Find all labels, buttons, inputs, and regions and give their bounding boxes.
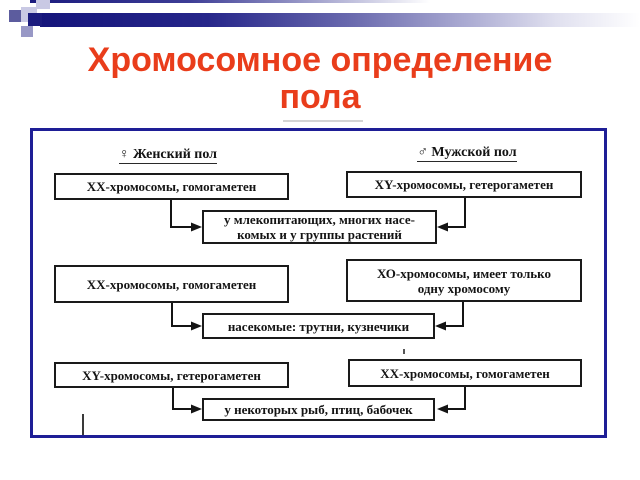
scan-artifact-tick	[403, 349, 405, 354]
diagram-panel: ♀ Женский пол ♂ Мужской пол ХХ-хромосомы…	[30, 128, 607, 438]
female-icon: ♀	[118, 147, 130, 162]
arrowhead-row1-left	[191, 222, 202, 232]
female-header-label: Женский пол	[132, 147, 218, 162]
arrow-row1-right	[448, 198, 466, 228]
arrow-row2-left	[171, 303, 191, 327]
header-gradient-bar	[40, 13, 640, 27]
arrowhead-row2-right	[435, 321, 446, 331]
scan-artifact-line	[283, 120, 363, 122]
arrowhead-row2-left	[191, 321, 202, 331]
male-column-header: ♂ Мужской пол	[377, 145, 557, 162]
header-accent-line	[30, 0, 430, 3]
slide-title-line1: Хромосомное определение	[87, 41, 553, 79]
arrow-row3-right	[448, 387, 466, 410]
group-box-row1: у млекопитающих, многих насе- комых и у …	[202, 210, 437, 244]
arrowhead-row1-right	[437, 222, 448, 232]
group-box-row3: у некоторых рыб, птиц, бабочек	[202, 398, 435, 421]
decor-square	[28, 13, 42, 26]
arrow-row1-left	[170, 200, 191, 228]
diagram-canvas: ♀ Женский пол ♂ Мужской пол ХХ-хромосомы…	[33, 131, 604, 435]
male-box-row3: ХХ-хромосомы, гомогаметен	[348, 359, 582, 387]
arrowhead-row3-right	[437, 404, 448, 414]
male-box-row1: ХY-хромосомы, гетерогаметен	[346, 171, 582, 198]
arrow-row2-right	[446, 302, 464, 327]
female-column-header: ♀ Женский пол	[78, 147, 258, 164]
male-icon: ♂	[417, 145, 428, 160]
female-box-row2: ХХ-хромосомы, гомогаметен	[54, 265, 289, 303]
female-box-row1: ХХ-хромосомы, гомогаметен	[54, 173, 289, 200]
male-box-row2: ХО-хромосомы, имеет только одну хромосом…	[346, 259, 582, 302]
group-box-row2: насекомые: трутни, кузнечики	[202, 313, 435, 339]
decor-square	[36, 0, 50, 9]
connector-arrows	[170, 198, 466, 414]
decor-square	[21, 26, 33, 37]
slide-title-line2: пола	[279, 78, 361, 116]
decor-square	[9, 10, 21, 22]
female-box-row3: ХY-хромосомы, гетерогаметен	[54, 362, 289, 388]
scan-artifact-vline	[82, 414, 84, 435]
arrowhead-row3-left	[191, 404, 202, 414]
male-header-label: Мужской пол	[431, 145, 517, 160]
arrow-row3-left	[172, 388, 191, 410]
slide-title: Хромосомное определение пола	[0, 42, 640, 116]
